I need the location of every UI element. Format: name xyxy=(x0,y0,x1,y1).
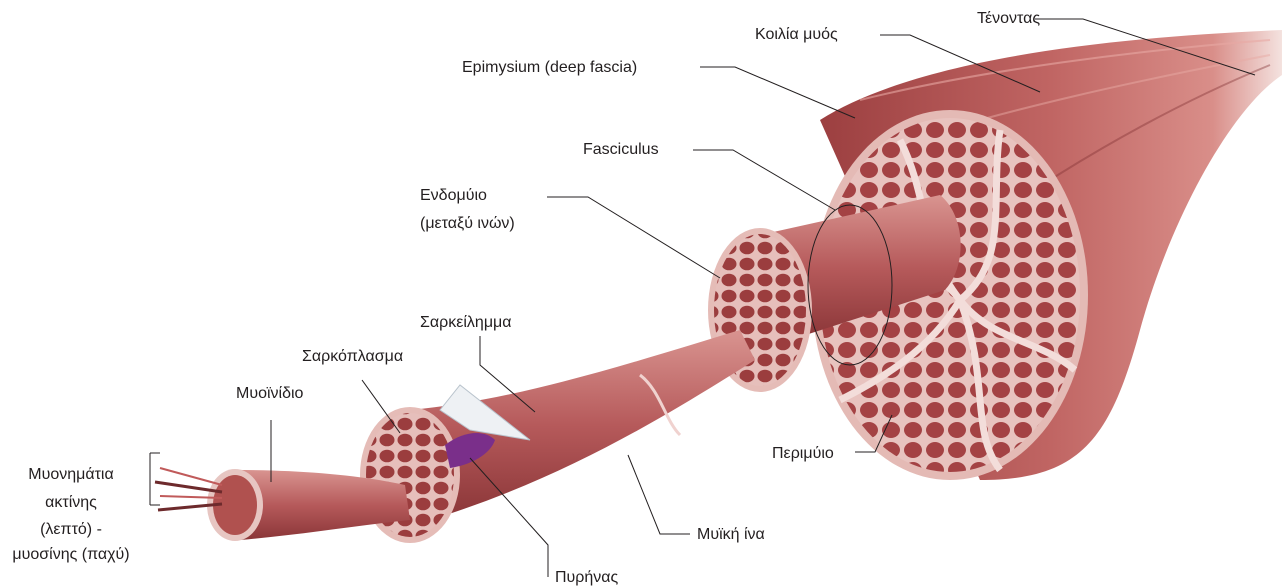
label-endomysium-line2: (μεταξύ ινών) xyxy=(420,214,515,233)
label-myofilaments-line2: ακτίνης xyxy=(0,493,142,512)
label-muscle-belly: Κοιλία μυός xyxy=(755,25,838,44)
label-myofilaments-line4: μυοσίνης (παχύ) xyxy=(0,545,142,564)
label-sarcolemma: Σαρκείλημμα xyxy=(420,313,512,332)
label-myofilaments-line3: (λεπτό) - xyxy=(0,520,142,539)
label-nucleus: Πυρήνας xyxy=(555,568,618,587)
label-myofilaments-line1: Μυονημάτια xyxy=(0,465,142,484)
label-muscle-fiber: Μυϊκή ίνα xyxy=(697,525,765,544)
label-perimysium: Περιμύιο xyxy=(772,444,834,463)
label-tendon: Τένοντας xyxy=(977,9,1040,28)
muscle-fiber xyxy=(360,330,755,543)
label-myofibril: Μυοϊνίδιο xyxy=(236,384,303,403)
label-fasciculus: Fasciculus xyxy=(583,140,659,159)
label-epimysium: Epimysium (deep fascia) xyxy=(462,58,637,77)
label-sarcoplasm: Σαρκόπλασμα xyxy=(302,347,403,366)
myofilaments xyxy=(155,468,222,510)
label-endomysium-line1: Ενδομύιο xyxy=(420,186,487,205)
